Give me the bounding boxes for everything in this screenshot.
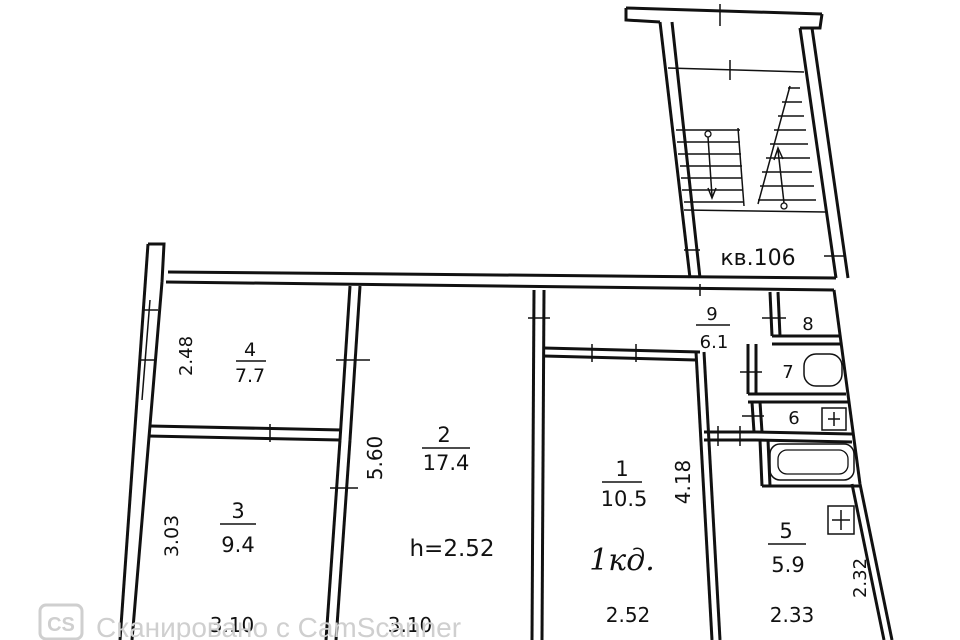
room-9-label: 9 6.1 — [696, 304, 730, 353]
room-3-area: 9.4 — [221, 533, 254, 557]
camscanner-watermark: CS Сканировано с CamScanner — [38, 603, 461, 640]
ceiling-height: h=2.52 — [409, 536, 494, 562]
dim-room2-height: 5.60 — [363, 436, 387, 481]
apartment-walls — [118, 242, 894, 640]
dim-room5-width: 2.33 — [770, 603, 815, 627]
room-1-number: 1 — [615, 457, 628, 481]
dim-room2-width: 3.10 — [388, 613, 433, 637]
room-5-number: 5 — [779, 519, 792, 543]
room-3-label: 3 9.4 — [220, 499, 256, 557]
room-1-area: 10.5 — [601, 487, 648, 511]
stair-arrow-down — [704, 130, 717, 201]
room-3-number: 3 — [231, 499, 244, 523]
bathtub-6 — [769, 443, 855, 481]
stair-treads-right — [757, 85, 816, 205]
sink-6 — [821, 407, 847, 431]
dim-room1-width: 2.52 — [606, 603, 651, 627]
bathtub-7 — [803, 353, 843, 387]
room-2-label: 2 17.4 h=2.52 — [409, 423, 494, 562]
room-4-label: 4 7.7 — [235, 339, 266, 387]
room-5-area: 5.9 — [771, 553, 804, 577]
room-2-number: 2 — [437, 423, 450, 447]
watermark-badge: CS — [47, 614, 75, 636]
room-5-label: 5 5.9 — [768, 519, 806, 577]
room-4-number: 4 — [244, 339, 256, 361]
room-9-area: 6.1 — [700, 332, 729, 353]
dim-room4-height: 2.48 — [176, 336, 197, 376]
room-8-number: 8 — [802, 314, 813, 335]
dim-room3-height: 3.03 — [161, 515, 183, 557]
watermark-text: Сканировано с CamScanner — [96, 612, 461, 640]
room-7-number: 7 — [782, 362, 793, 383]
room-6-number: 6 — [788, 408, 799, 429]
dim-room5-height: 2.32 — [850, 558, 871, 598]
room-2-area: 17.4 — [423, 451, 470, 475]
room-4-area: 7.7 — [235, 365, 265, 387]
dim-room3-width: 3.10 — [210, 613, 255, 637]
room-1-label: 1 10.5 1кд. — [589, 457, 655, 578]
dim-room1-height: 4.18 — [671, 460, 695, 505]
room-9-number: 9 — [706, 304, 717, 325]
stove-5 — [827, 505, 855, 535]
handwritten-note: 1кд. — [589, 543, 655, 578]
staircase: кв.106 — [624, 4, 850, 279]
stair-arrow-up — [773, 145, 788, 210]
apartment-label: кв.106 — [720, 246, 795, 271]
